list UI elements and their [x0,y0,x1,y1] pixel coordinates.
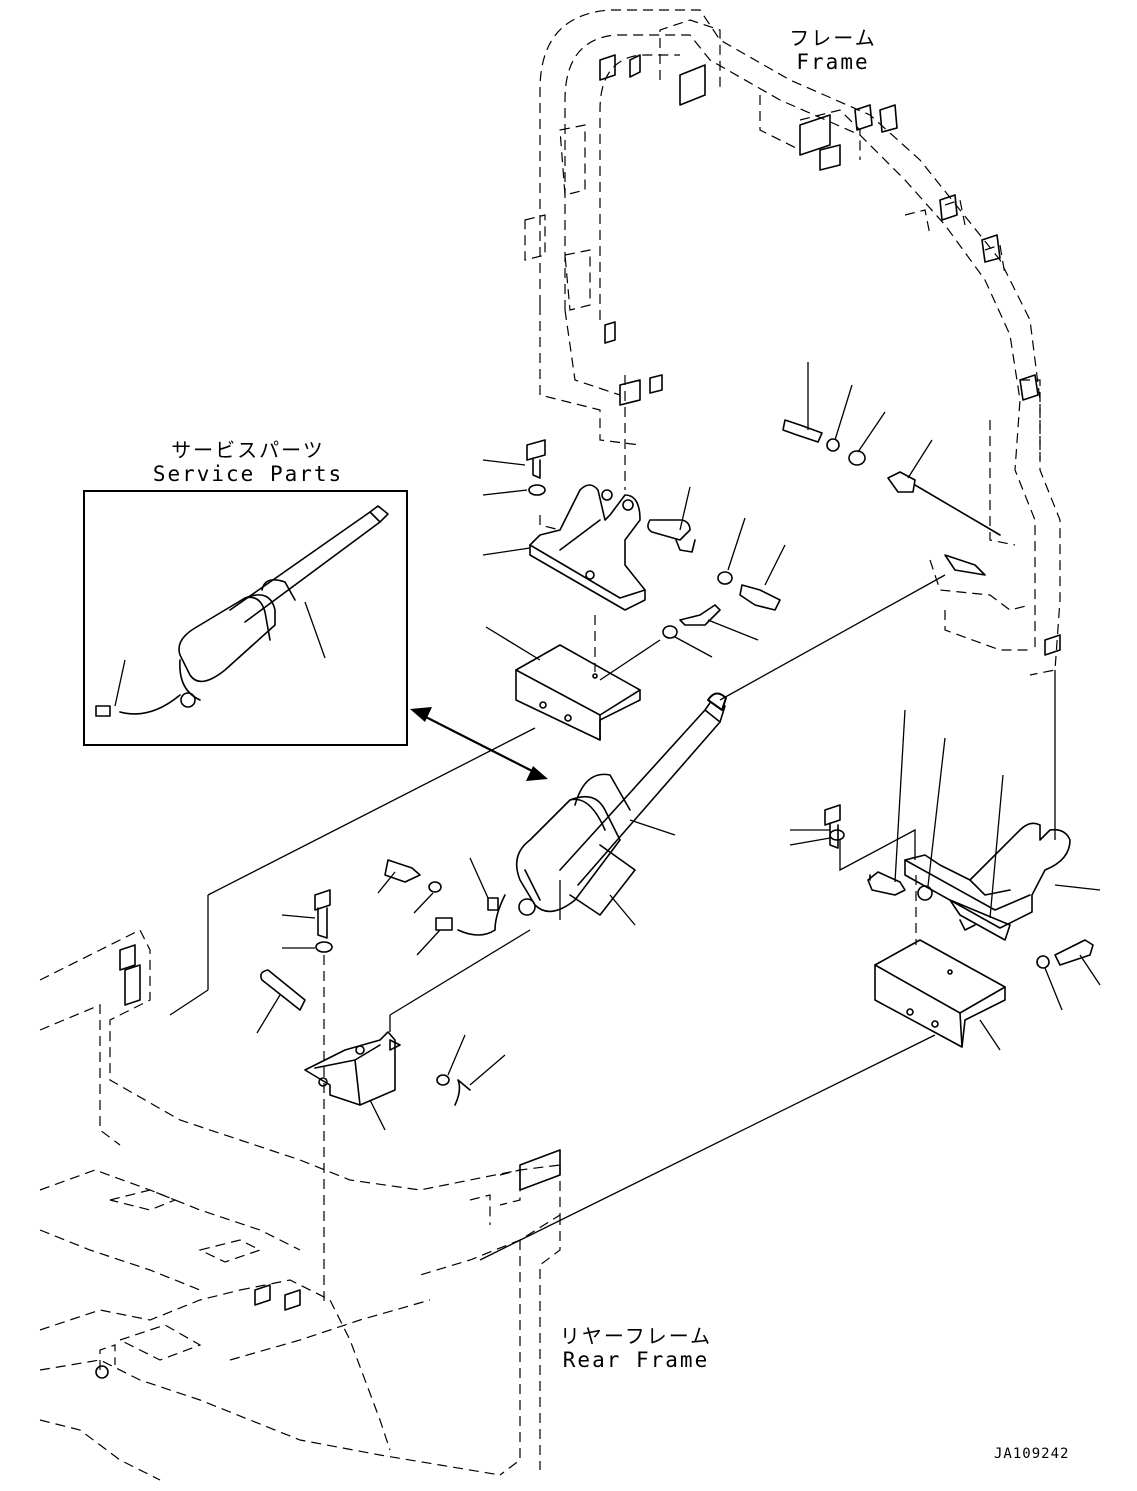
service-parts-box [83,490,408,746]
right-bracket [839,822,1101,929]
right-block [874,875,1006,1051]
upper-left-block [485,615,641,741]
service-parts-label-jp: サービスパーツ [171,438,325,462]
rear-frame-outline [39,929,561,1481]
rear-frame-label: リヤーフレーム Rear Frame [556,1324,716,1372]
upper-right-hardware [782,362,1001,536]
upper-left-washer-nut [662,517,786,658]
frame-details [95,54,1061,1379]
drawing-code: JA109242 [994,1446,1070,1462]
upper-left-pin [647,486,696,553]
frame-label: フレーム Frame [778,26,888,74]
service-parts-label: サービスパーツ Service Parts [150,438,346,486]
rear-frame-label-jp: リヤーフレーム [559,1324,713,1348]
frame-label-jp: フレーム [789,26,877,50]
upper-left-bracket [482,375,646,611]
replacement-arrow [410,707,548,781]
upper-frame-outline [524,9,1061,676]
main-actuator [416,692,727,956]
frame-label-en: Frame [796,50,870,74]
connection-lines [169,574,1056,1261]
service-parts-label-en: Service Parts [152,462,344,486]
rear-frame-label-en: Rear Frame [562,1348,710,1372]
lower-left-bracket [256,859,506,1305]
right-hardware [789,709,1101,1011]
service-part-actuator [95,505,389,717]
